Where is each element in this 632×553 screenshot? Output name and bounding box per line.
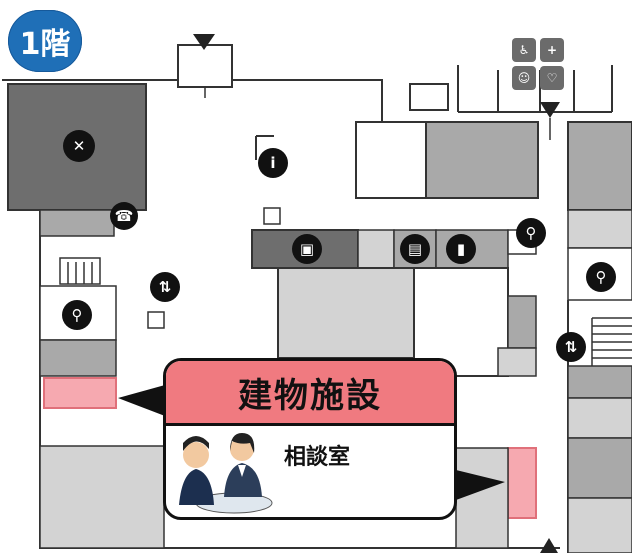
first-aid-icon[interactable]: + — [540, 38, 564, 62]
vending-machine-icon[interactable]: ▤ — [400, 234, 430, 264]
elevator-icon[interactable]: ⇅ — [556, 332, 586, 362]
accessible-toilet-icon[interactable]: ♿ — [512, 38, 536, 62]
elevator-icon[interactable]: ⇅ — [150, 272, 180, 302]
consultation-illustration — [179, 433, 273, 514]
floor-badge: 1階 — [8, 10, 82, 72]
callout-item-consultation-room: 相談室 — [284, 445, 351, 470]
callout-pointer-east — [456, 470, 505, 500]
south-entrance-arrow — [540, 538, 558, 553]
restaurant-annex — [39, 209, 115, 237]
north-entrance-arrow — [193, 34, 215, 50]
east-entrance-arrow — [540, 102, 560, 118]
fork-knife-icon[interactable]: ✕ — [63, 130, 95, 162]
callout-pointer-west — [118, 385, 165, 416]
callout-title: 建物施設 — [166, 361, 454, 426]
facility-callout: 建物施設 相談室 — [163, 358, 457, 520]
information-icon[interactable]: i — [258, 148, 288, 178]
telephone-icon[interactable]: ☎ — [110, 202, 138, 230]
restroom-icon[interactable]: ⚲ — [586, 262, 616, 292]
north-entrance — [177, 44, 233, 88]
family-restroom-icon[interactable]: ☺ — [512, 66, 536, 90]
consultation-room-east — [507, 447, 537, 519]
bottle-icon[interactable]: ▮ — [446, 234, 476, 264]
outer-wall-north — [2, 79, 383, 122]
restroom-icon[interactable]: ⚲ — [62, 300, 92, 330]
nursing-room-icon[interactable]: ♡ — [540, 66, 564, 90]
shop-room — [425, 121, 539, 199]
restroom-icon[interactable]: ⚲ — [516, 218, 546, 248]
consultation-room-west — [43, 377, 117, 409]
shopping-bag-icon[interactable]: ▣ — [292, 234, 322, 264]
